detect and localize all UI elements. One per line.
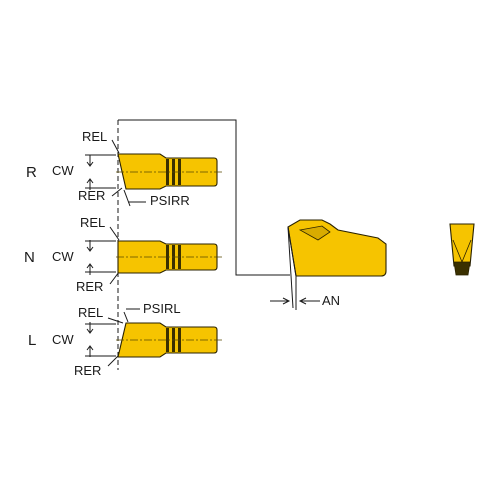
rer-label-n: RER xyxy=(76,279,103,294)
variant-l: L CW REL RER PSIRL xyxy=(28,301,222,378)
psi-label-l: PSIRL xyxy=(143,301,181,316)
angle-label: AN xyxy=(322,293,340,308)
variant-code-n: N xyxy=(24,249,35,266)
cw-label-n: CW xyxy=(52,249,74,264)
side-view-insert xyxy=(287,219,387,277)
rel-label-l: REL xyxy=(78,305,103,320)
rer-label-r: RER xyxy=(78,188,105,203)
rel-label-n: REL xyxy=(80,215,105,230)
variant-r: R CW REL RER PSIRR xyxy=(26,129,222,208)
variant-n: N CW REL RER xyxy=(24,215,222,294)
rer-label-l: RER xyxy=(74,363,101,378)
front-view-insert xyxy=(449,223,475,267)
variant-code-r: R xyxy=(26,164,37,181)
projection-bracket xyxy=(118,119,290,276)
psi-label-r: PSIRR xyxy=(150,193,190,208)
variant-code-l: L xyxy=(28,332,36,349)
cw-label-l: CW xyxy=(52,332,74,347)
side-view: AN xyxy=(270,219,387,310)
cw-label-r: CW xyxy=(52,163,74,178)
front-view xyxy=(449,223,475,276)
rel-label-r: REL xyxy=(82,129,107,144)
